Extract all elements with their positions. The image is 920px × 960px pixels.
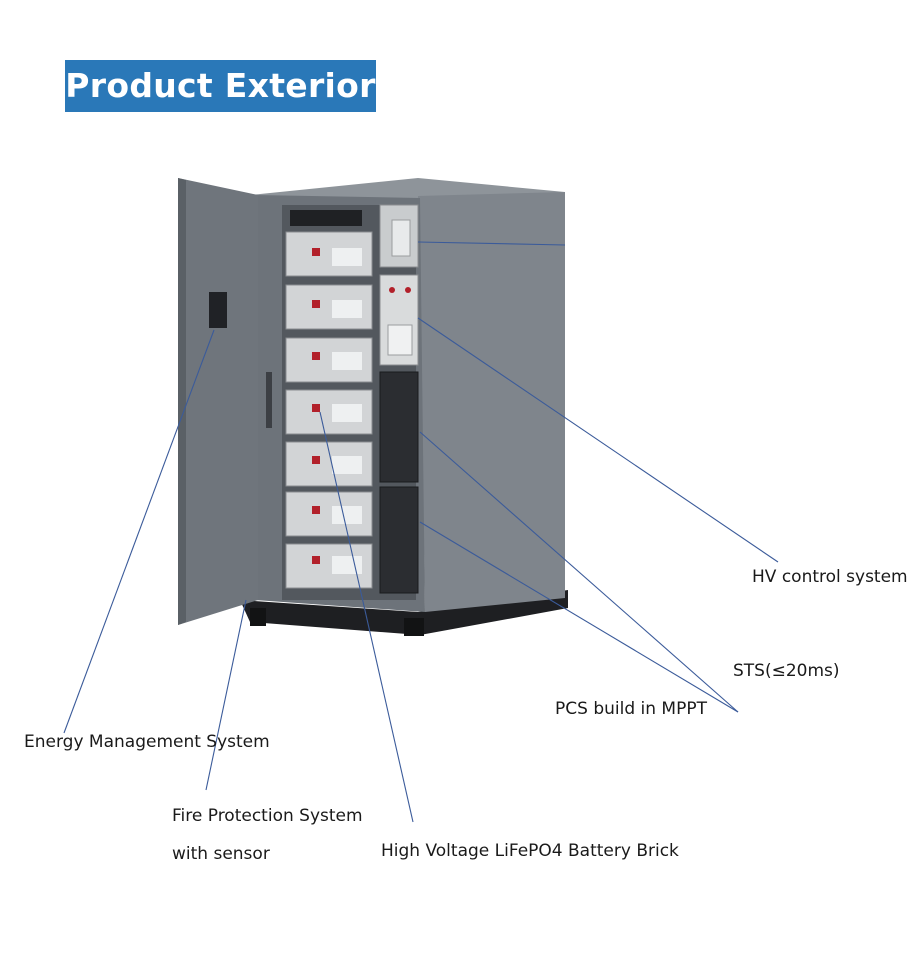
pcs-module [379, 371, 419, 594]
label-fire-protection-line1: Fire Protection System [172, 806, 363, 826]
leader-line-fire [205, 599, 247, 791]
hv-control-module [379, 204, 419, 268]
cabinet-side-panel [418, 192, 565, 612]
leader-lines [63, 241, 779, 823]
label-energy-management-system: Energy Management System [24, 732, 270, 752]
label-battery-brick: High Voltage LiFePO4 Battery Brick [381, 841, 679, 861]
battery-brick [285, 284, 373, 330]
battery-brick [285, 389, 373, 435]
sts-module [379, 274, 419, 366]
leader-line-pcs [419, 521, 739, 713]
leader-line-ems [63, 329, 215, 734]
battery-stack [285, 231, 373, 589]
battery-brick [285, 231, 373, 277]
battery-brick [285, 337, 373, 383]
vent-slot [290, 210, 362, 226]
leader-line-sts [419, 431, 739, 713]
leader-line-hv-control [417, 317, 779, 563]
cabinet-door [178, 178, 258, 625]
cabinet-base [240, 590, 568, 635]
base-foot-right [404, 618, 424, 636]
door-edge [178, 178, 186, 625]
leader-line-hv [417, 241, 566, 246]
door-handle [266, 372, 272, 428]
battery-brick [285, 543, 373, 589]
label-pcs-mppt: PCS build in MPPT [555, 699, 707, 719]
label-fire-protection-line2: with sensor [172, 844, 270, 864]
base-foot-left [250, 608, 266, 626]
leader-line-battery [319, 411, 414, 823]
ems-display [209, 292, 227, 328]
page-title: Product Exterior [65, 60, 376, 112]
label-sts: STS(≤20ms) [733, 661, 840, 681]
battery-brick [285, 491, 373, 537]
battery-brick [285, 441, 373, 487]
label-hv-control-system: HV control system [752, 567, 908, 587]
